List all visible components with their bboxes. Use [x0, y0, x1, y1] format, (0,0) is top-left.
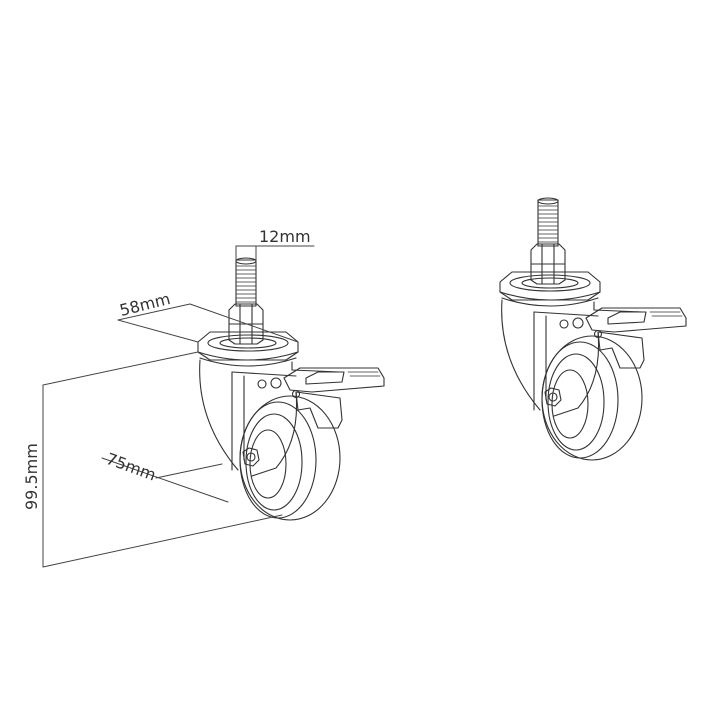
caster-right — [499, 197, 687, 461]
brake-pedal — [585, 307, 687, 369]
housing — [199, 359, 341, 471]
wheel — [541, 331, 643, 461]
top-plate — [499, 271, 601, 307]
hex-nut — [228, 303, 264, 345]
dim-58mm — [117, 303, 299, 343]
axle-nut — [544, 387, 562, 407]
total-height-label: 99.5mm — [22, 443, 41, 510]
dim-75mm — [101, 457, 229, 503]
hex-nut — [530, 243, 566, 285]
brake-pedal — [283, 367, 385, 429]
caster-left — [197, 257, 385, 521]
axle-nut — [242, 447, 260, 467]
threaded-stem — [235, 257, 257, 307]
threaded-stem — [537, 197, 559, 247]
dim-99-5mm — [42, 351, 283, 568]
housing — [501, 299, 643, 411]
wheel — [239, 391, 341, 521]
dim-12mm — [235, 245, 315, 263]
stem-diameter-label: 12mm — [259, 227, 311, 246]
top-plate — [197, 331, 299, 367]
dimension-lines — [42, 245, 315, 568]
